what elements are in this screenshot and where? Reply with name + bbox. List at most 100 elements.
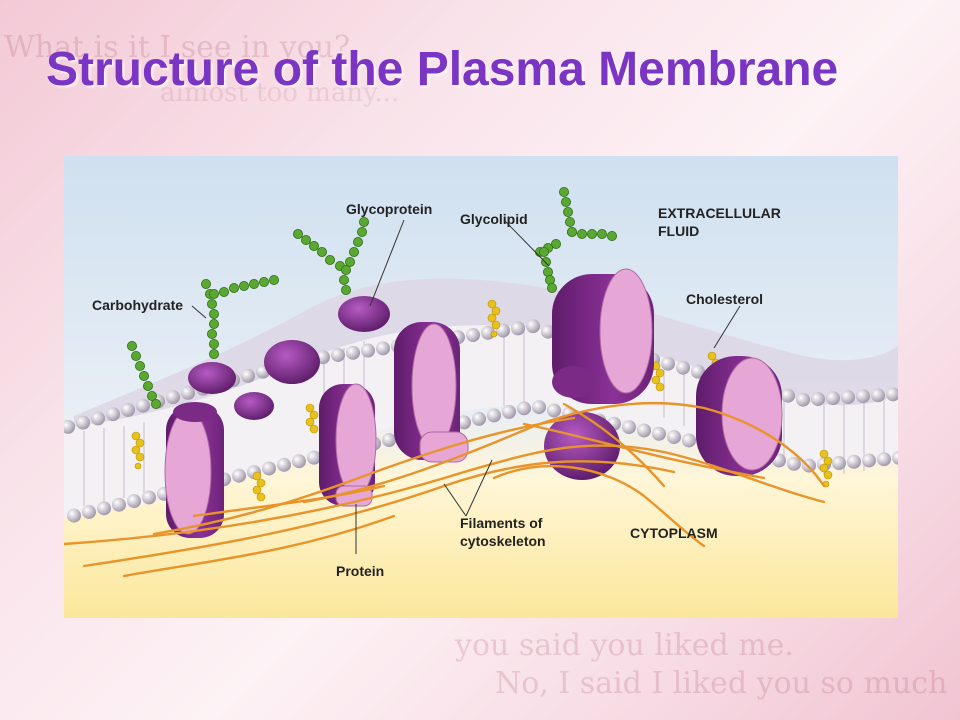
cholesterol-molecule <box>651 361 665 392</box>
carbohydrate-bead <box>358 217 369 228</box>
carbohydrate-bead <box>135 360 146 371</box>
phospholipid-head <box>862 453 876 468</box>
label-filaments-1: Filaments of <box>460 515 543 531</box>
carbohydrate-bead <box>577 229 588 240</box>
carbohydrate-bead <box>147 390 158 401</box>
carbohydrate-bead <box>340 284 351 295</box>
phospholipid-head <box>691 364 705 379</box>
phospholipid-head <box>892 450 898 465</box>
carbohydrate-bead <box>127 340 138 351</box>
phospholipid-head <box>826 391 840 406</box>
transmembrane-protein <box>696 356 783 476</box>
phospholipid-head <box>472 411 486 426</box>
carbohydrate-bead <box>206 298 217 309</box>
cytoskeleton-filaments <box>64 401 826 578</box>
phospholipid-head <box>232 468 246 483</box>
phospholipid-head <box>481 325 495 340</box>
phospholipid-head <box>832 456 846 471</box>
carbohydrate-bead <box>597 229 608 240</box>
label-extracellular-2: FLUID <box>658 223 699 239</box>
carbohydrate-bead <box>558 186 569 197</box>
carbohydrate-bead <box>208 348 219 359</box>
phospholipid-head <box>877 452 891 467</box>
carbohydrate-bead <box>238 281 249 292</box>
label-cholesterol: Cholesterol <box>686 291 763 307</box>
background-text-4: No, I said I liked you so much <box>495 666 948 701</box>
carbohydrate-bead <box>352 237 363 248</box>
phospholipid-head <box>796 392 810 407</box>
carbohydrate-bead <box>208 338 219 349</box>
phospholipid-head <box>262 461 276 476</box>
carbohydrate-bead <box>348 247 359 258</box>
carbohydrate-bead <box>218 286 229 297</box>
label-extracellular-1: EXTRACELLULAR <box>658 205 781 221</box>
phospholipid-head <box>682 433 696 448</box>
carbohydrate-bead <box>258 277 269 288</box>
label-filaments-2: cytoskeleton <box>460 533 546 549</box>
phospholipid-head <box>241 368 255 383</box>
phospholipid-head <box>532 400 546 415</box>
background-text-1: What is it I see in you? <box>4 30 351 65</box>
carbohydrate-bead <box>607 231 618 242</box>
phospholipid-head <box>142 490 156 505</box>
surface-protein <box>234 392 274 420</box>
phospholipid-head <box>127 494 141 509</box>
carbohydrate-bead <box>308 241 319 252</box>
label-protein: Protein <box>336 563 384 579</box>
label-glycoprotein: Glycoprotein <box>346 201 432 217</box>
carbohydrate-bead <box>324 255 335 266</box>
phospholipid-head <box>376 341 390 356</box>
carbohydrate-bead <box>208 288 219 299</box>
membrane-diagram: Glycoprotein Glycolipid EXTRACELLULAR FL… <box>64 156 898 618</box>
carbohydrate-bead <box>564 217 575 228</box>
phospholipid-head <box>457 415 471 430</box>
phospholipid-head <box>667 430 681 445</box>
phospholipid-head <box>676 360 690 375</box>
phospholipid-head <box>97 501 111 516</box>
carbohydrate-bead <box>546 283 557 294</box>
carbohydrate-bead <box>268 275 279 286</box>
surface-protein <box>264 340 320 384</box>
phospholipid-head <box>886 387 898 402</box>
carbohydrate-bead <box>228 283 239 294</box>
phospholipid-head <box>847 454 861 469</box>
phospholipid-head <box>517 401 531 416</box>
carbohydrate-bead <box>139 370 150 381</box>
label-carbohydrate: Carbohydrate <box>92 297 183 313</box>
phospholipid-head <box>856 389 870 404</box>
carbohydrate-bead <box>143 380 154 391</box>
background-text-3: you said you liked me. <box>455 628 794 663</box>
glycoprotein-bump <box>338 296 390 332</box>
background-text-2: almost too many... <box>160 78 400 108</box>
phospholipid-head <box>166 390 180 405</box>
phospholipid-head <box>382 433 396 448</box>
phospholipid-head <box>547 403 561 418</box>
carbohydrate-bead <box>560 197 571 208</box>
phospholipid-head <box>511 321 525 336</box>
carbohydrate-bead <box>538 247 549 258</box>
phospholipid-head <box>64 419 75 434</box>
carbohydrate-bead <box>206 328 217 339</box>
cholesterol-molecule <box>131 431 145 470</box>
carbohydrate-chains <box>127 186 618 409</box>
phospholipid-head <box>487 408 501 423</box>
carbohydrate-bead <box>340 265 351 276</box>
phospholipid-head <box>292 454 306 469</box>
slide-title: Structure of the Plasma Membrane <box>46 43 839 96</box>
carbohydrate-bead <box>292 229 303 240</box>
surface-protein <box>188 362 236 394</box>
phospholipid-head <box>871 388 885 403</box>
phospholipid-head <box>526 319 540 334</box>
carbohydrate-bead <box>356 227 367 238</box>
carbohydrate-bead <box>338 275 349 286</box>
cholesterol-molecules <box>131 299 833 502</box>
carbohydrate-bead <box>208 308 219 319</box>
carbohydrate-bead <box>208 318 219 329</box>
phospholipid-head <box>277 457 291 472</box>
cholesterol-molecule <box>487 299 501 338</box>
carbohydrate-bead <box>300 235 311 246</box>
phospholipid-head <box>121 402 135 417</box>
cholesterol-molecule <box>305 403 319 434</box>
phospholipid-head <box>466 328 480 343</box>
phospholipid-head <box>652 426 666 441</box>
